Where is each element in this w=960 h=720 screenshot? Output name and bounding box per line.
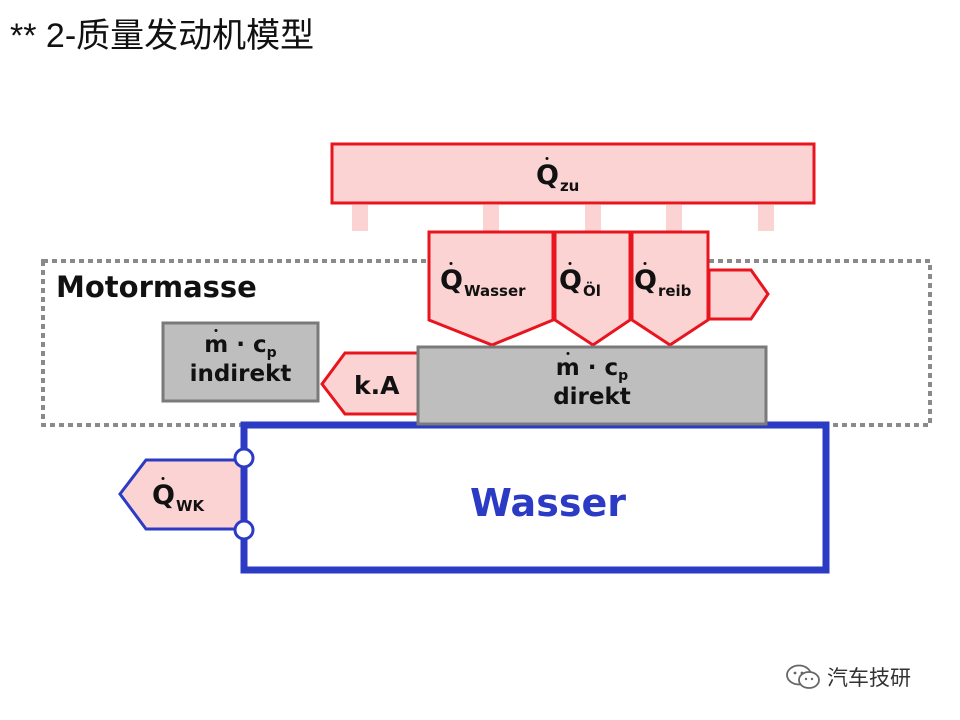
- q-reib-label: Qreib: [634, 265, 692, 300]
- watermark-text: 汽车技研: [827, 667, 911, 690]
- q-zu-bar: [330, 142, 816, 205]
- q-oel-block: [553, 230, 632, 347]
- q-reib-block: [630, 230, 710, 347]
- q-wasser-block: [427, 230, 555, 347]
- connector-peg: [352, 205, 368, 231]
- wechat-icon: [786, 664, 820, 689]
- q-wk-label: QWK: [152, 480, 205, 515]
- mass-indirekt-block: [161, 321, 320, 403]
- connector-peg: [758, 205, 774, 231]
- connector-peg: [483, 205, 499, 231]
- q-wk-arrow: [118, 458, 244, 531]
- mass-indirekt-label: m · cp indirekt: [189, 332, 292, 388]
- connector-peg: [585, 205, 601, 231]
- right-arrow-output: [707, 268, 770, 321]
- wasser-label: Wasser: [470, 481, 626, 525]
- q-oel-label: QÖl: [559, 265, 601, 300]
- connector-peg: [666, 205, 682, 231]
- watermark: 汽车技研: [785, 662, 911, 692]
- ka-label: k.A: [354, 371, 400, 400]
- wasser-port-top: [233, 447, 255, 469]
- page-title: ** 2-质量发动机模型: [10, 17, 315, 55]
- mass-direkt-block: [416, 345, 768, 426]
- wasser-block: [240, 421, 830, 574]
- motormasse-label: Motormasse: [56, 270, 257, 304]
- q-wasser-label: QWasser: [440, 265, 526, 300]
- q-zu-label: Qzu: [536, 160, 580, 195]
- wasser-port-bottom: [233, 519, 255, 541]
- mass-direkt-label: m · cp direkt: [553, 355, 631, 411]
